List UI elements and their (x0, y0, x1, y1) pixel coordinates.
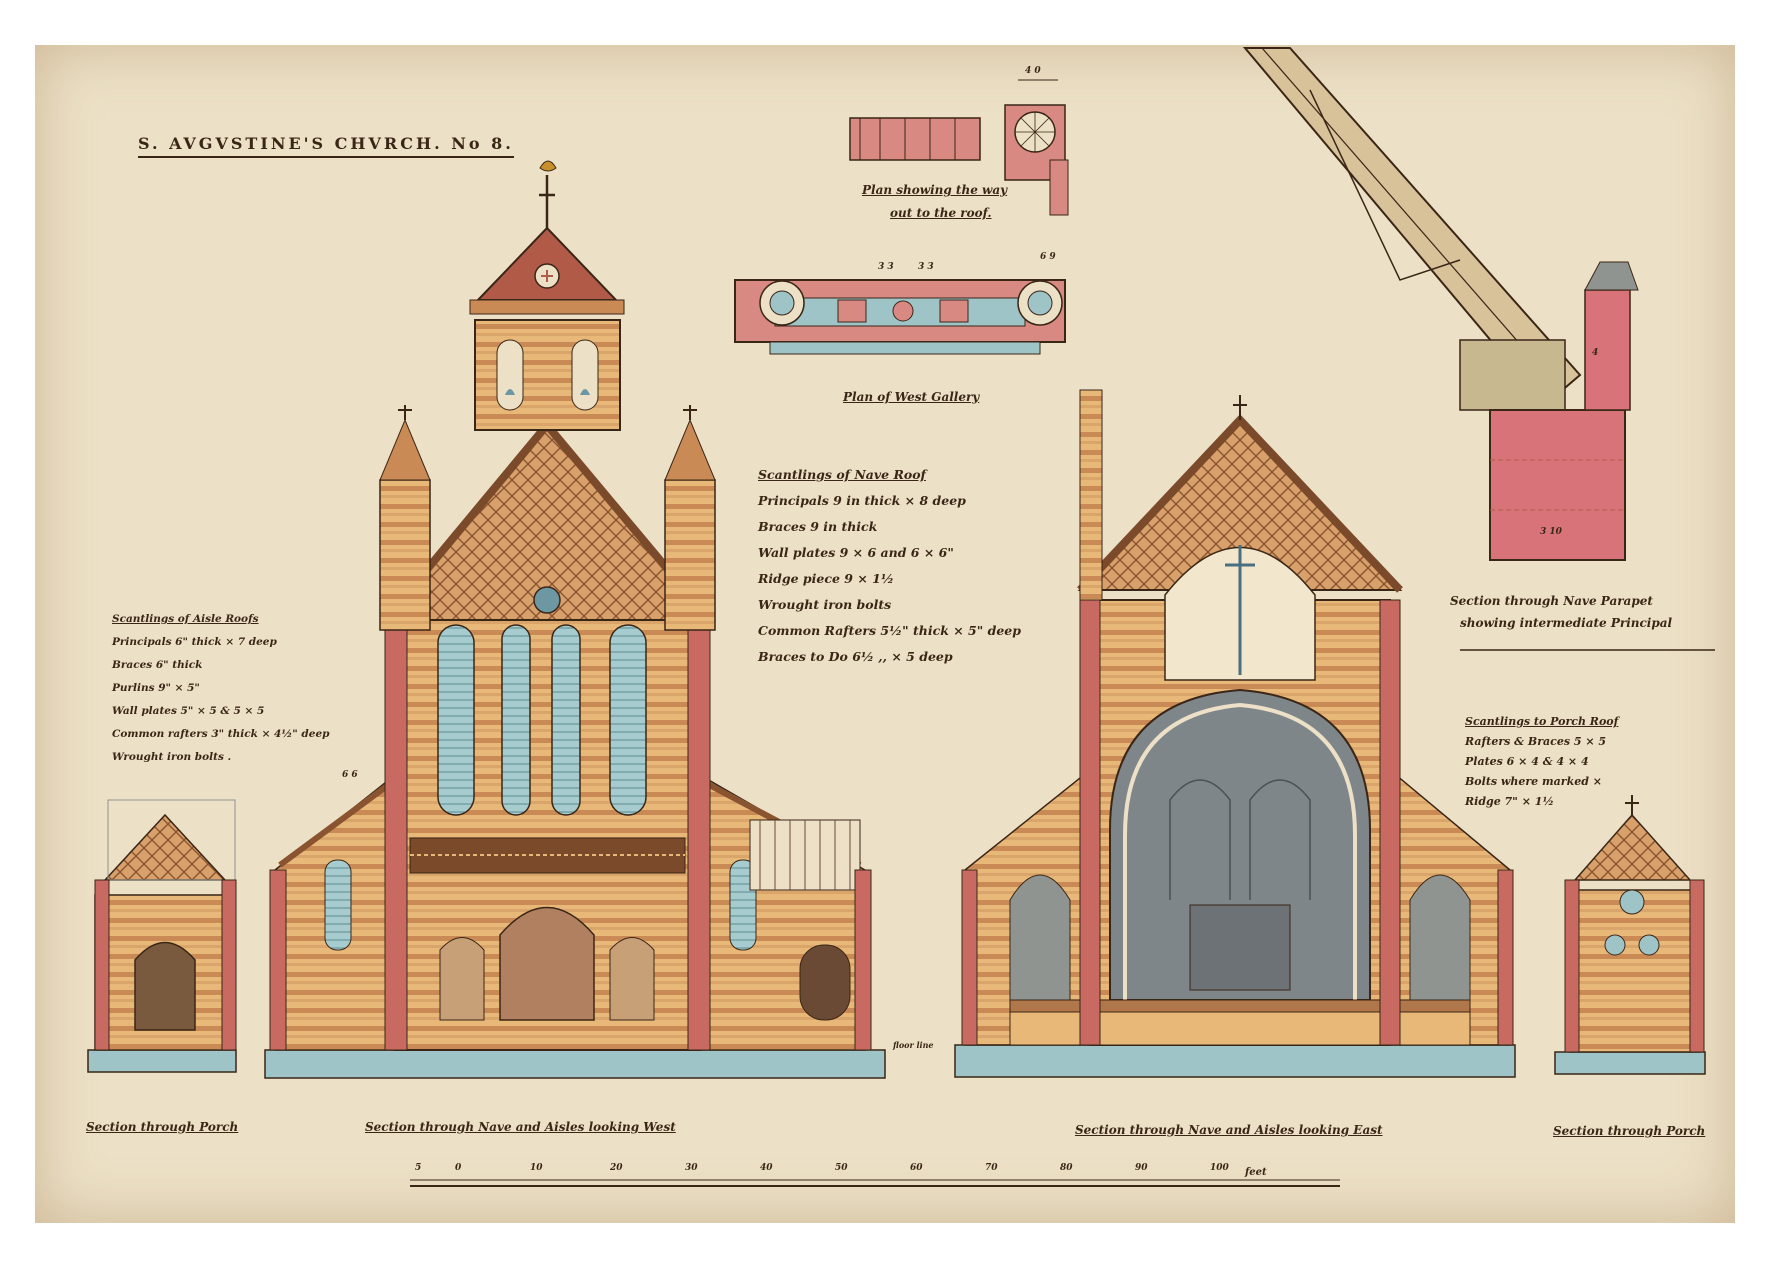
aisle-roof-line: Common rafters 3" thick × 4½" deep (112, 728, 330, 740)
east-section-drawing (954, 389, 1516, 1078)
nave-roof-line: Wrought iron bolts (758, 597, 892, 612)
left-porch-drawing (87, 799, 237, 1073)
caption-section-porch-right: Section through Porch (1553, 1124, 1706, 1138)
scale-tick: 60 (910, 1163, 923, 1173)
aisle-roof-line: Principals 6" thick × 7 deep (112, 636, 277, 648)
nave-roof-line: Common Rafters 5½" thick × 5" deep (758, 623, 1021, 638)
nave-roof-line: Braces to Do 6½ ,, × 5 deep (758, 649, 953, 664)
scale-tick: 5 (415, 1163, 422, 1173)
porch-roof-scantlings: Scantlings to Porch Roof Rafters & Brace… (1465, 712, 1618, 812)
scale-tick: 100 (1210, 1163, 1229, 1173)
aisle-roof-line: Purlins 9" × 5" (112, 682, 200, 694)
dim-floor-line: floor line (893, 1040, 934, 1050)
dim-gallery-top: 4 0 (1025, 66, 1041, 76)
west-section-drawing (264, 160, 886, 1079)
porch-roof-line: Ridge 7" × 1½ (1465, 795, 1554, 808)
dim-parapet-width: 3 10 (1540, 527, 1562, 537)
scale-tick: 30 (685, 1163, 698, 1173)
scale-tick: 20 (610, 1163, 623, 1173)
caption-section-porch-left: Section through Porch (86, 1120, 239, 1134)
nave-roof-heading: Scantlings of Nave Roof (758, 467, 926, 482)
nave-roof-line: Principals 9 in thick × 8 deep (758, 493, 966, 508)
scale-tick: 90 (1135, 1163, 1148, 1173)
aisle-roof-line: Wall plates 5" × 5 & 5 × 5 (112, 705, 265, 717)
aisle-roof-line: Wrought iron bolts . (112, 751, 232, 763)
sheet-title: S. AVGVSTINE'S CHVRCH. No 8. (138, 134, 514, 158)
dim-gallery-side: 6 9 (1040, 252, 1056, 262)
scale-tick: 10 (530, 1163, 543, 1173)
nave-roof-line: Ridge piece 9 × 1½ (758, 571, 894, 586)
aisle-roof-scantlings: Scantlings of Aisle Roofs Principals 6" … (112, 608, 329, 769)
porch-roof-line: Plates 6 × 4 & 4 × 4 (1465, 755, 1589, 768)
dim-parapet-top: 4 (1592, 348, 1599, 358)
caption-section-parapet-2: showing intermediate Principal (1460, 616, 1673, 630)
aisle-roof-heading: Scantlings of Aisle Roofs (112, 613, 259, 625)
dim-west-height: 6 6 (342, 770, 358, 780)
parapet-section-drawing (1242, 47, 1639, 561)
nave-roof-line: Braces 9 in thick (758, 519, 878, 534)
caption-plan-way-out-2: out to the roof. (890, 206, 992, 220)
scale-tick: 0 (455, 1163, 462, 1173)
right-porch-drawing (1554, 795, 1706, 1075)
caption-plan-west-gallery: Plan of West Gallery (843, 390, 980, 404)
nave-roof-line: Wall plates 9 × 6 and 6 × 6" (758, 545, 954, 560)
dim-gallery-mid1: 3 3 (878, 262, 894, 272)
scale-tick: 40 (760, 1163, 773, 1173)
caption-section-parapet-1: Section through Nave Parapet (1450, 594, 1653, 608)
caption-section-nave-east: Section through Nave and Aisles looking … (1075, 1123, 1383, 1137)
caption-plan-way-out-1: Plan showing the way (862, 183, 1008, 197)
scale-tick: 80 (1060, 1163, 1073, 1173)
scale-tick: 70 (985, 1163, 998, 1173)
scale-bar (410, 649, 1715, 1187)
scale-unit: feet (1245, 1167, 1267, 1178)
dim-gallery-mid2: 3 3 (918, 262, 934, 272)
scale-tick: 50 (835, 1163, 848, 1173)
porch-roof-heading: Scantlings to Porch Roof (1465, 715, 1619, 728)
nave-roof-scantlings: Scantlings of Nave Roof Principals 9 in … (758, 462, 1021, 670)
porch-roof-line: Bolts where marked × (1465, 775, 1602, 788)
aisle-roof-line: Braces 6" thick (112, 659, 203, 671)
porch-roof-line: Rafters & Braces 5 × 5 (1465, 735, 1607, 748)
scale-tick-labels: 5 0 10 20 30 40 50 60 70 80 90 100 feet (405, 1163, 1365, 1183)
plan-way-out-drawing (849, 79, 1069, 216)
plan-west-gallery-drawing (734, 279, 1066, 355)
caption-section-nave-west: Section through Nave and Aisles looking … (365, 1120, 676, 1134)
